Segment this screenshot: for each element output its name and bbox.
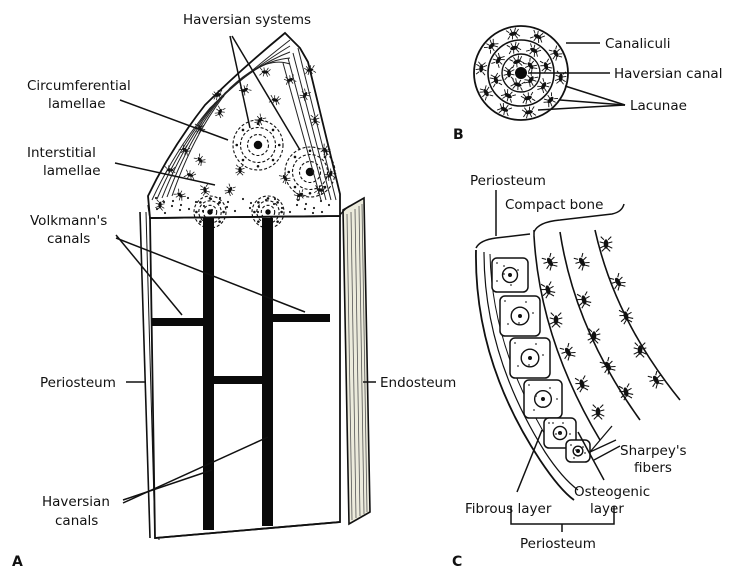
volkmanns-canal-right — [272, 314, 330, 322]
lacuna — [609, 272, 627, 291]
lacuna — [574, 375, 590, 392]
label-interstitial-lamellae-2: lamellae — [43, 163, 101, 179]
osteogenic-cell — [566, 440, 590, 462]
lacuna — [647, 370, 665, 389]
lacuna — [618, 383, 634, 400]
label-endosteum: Endosteum — [380, 375, 456, 391]
lacuna — [506, 27, 520, 40]
lacuna — [542, 92, 558, 109]
lacuna — [483, 38, 499, 55]
label-circumferential-lamellae-2: lamellae — [48, 96, 106, 112]
osteogenic-cell — [492, 258, 528, 292]
endosteum-layer — [340, 198, 370, 524]
panel-letter-b: B — [453, 127, 464, 143]
label-periosteum-c-top: Periosteum — [470, 173, 546, 189]
panel-a: Haversian systems Circumferential lamell… — [12, 12, 456, 570]
lacuna — [550, 313, 563, 328]
panel-c: Periosteum Compact bone Sharpey's fibers… — [452, 173, 687, 570]
label-compact-bone: Compact bone — [505, 197, 603, 213]
label-sharpeys-fibers: Sharpey's — [620, 443, 687, 459]
lacuna — [503, 67, 514, 80]
label-circumferential-lamellae: Circumferential — [27, 78, 131, 94]
lacuna — [573, 252, 591, 271]
bone-block — [148, 205, 340, 538]
panel-letter-c: C — [452, 554, 462, 570]
lacuna — [600, 237, 613, 252]
osteogenic-cell — [524, 380, 562, 418]
label-haversian-canals: Haversian — [42, 494, 110, 510]
panel-letter-a: A — [12, 554, 23, 570]
label-periosteum-c-bottom: Periosteum — [520, 536, 596, 552]
label-canaliculi: Canaliculi — [605, 36, 671, 52]
lamellae-wedge — [148, 33, 340, 228]
osteogenic-cell — [510, 338, 550, 378]
label-sharpeys-fibers-2: fibers — [634, 460, 672, 476]
label-volkmanns-canals-2: canals — [47, 231, 90, 247]
label-osteogenic-layer: Osteogenic — [574, 484, 650, 500]
label-haversian-systems: Haversian systems — [183, 12, 311, 28]
osteogenic-cell — [500, 296, 540, 336]
label-lacunae: Lacunae — [630, 98, 687, 114]
panel-b: Canaliculi Haversian canal Lacunae B — [453, 26, 722, 143]
lacuna — [475, 62, 487, 76]
lacuna — [541, 252, 559, 271]
lacuna — [592, 405, 605, 420]
volkmanns-canal-middle — [214, 376, 263, 384]
leader-lines-b — [528, 43, 625, 110]
haversian-canal-b — [515, 67, 527, 79]
label-interstitial-lamellae: Interstitial — [27, 145, 96, 161]
label-haversian-canals-2: canals — [55, 513, 98, 529]
haversian-canal-left — [203, 218, 214, 530]
label-periosteum-a: Periosteum — [40, 375, 116, 391]
lacuna — [522, 106, 536, 119]
label-volkmanns-canals: Volkmann's — [30, 213, 107, 229]
label-osteogenic-layer-2: layer — [590, 501, 624, 517]
haversian-canal-right — [262, 218, 273, 526]
label-haversian-canal: Haversian canal — [614, 66, 722, 82]
label-fibrous-layer: Fibrous layer — [465, 501, 552, 517]
volkmanns-canal-left — [152, 318, 204, 326]
lacuna — [618, 307, 634, 324]
lacuna — [559, 342, 577, 361]
